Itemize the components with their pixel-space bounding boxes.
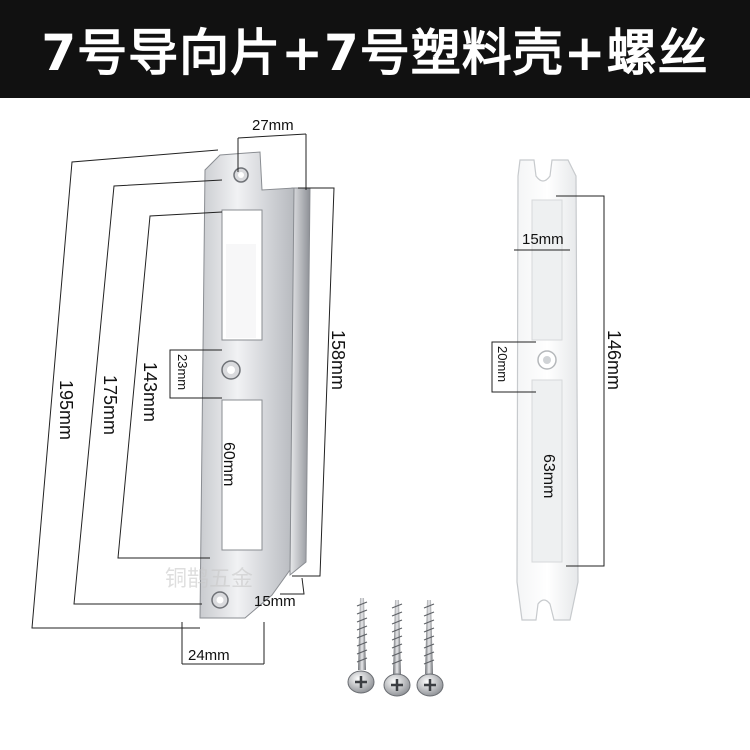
dim-60: 60mm bbox=[220, 442, 237, 486]
watermark: 铜鹊五金 bbox=[165, 567, 253, 592]
shell-dimension-lines bbox=[491, 195, 605, 567]
guide-plate bbox=[199, 151, 311, 619]
dim-27: 27mm bbox=[252, 117, 294, 134]
dim-195: 195mm bbox=[56, 380, 76, 440]
dim-15-plate: 15mm bbox=[254, 593, 296, 610]
dim-20: 20mm bbox=[495, 346, 510, 382]
title-text: 7号导向片+7号塑料壳+螺丝 bbox=[41, 24, 709, 82]
dim-24: 24mm bbox=[188, 647, 230, 664]
dim-146: 146mm bbox=[604, 330, 624, 390]
screw bbox=[383, 600, 411, 697]
screw bbox=[416, 600, 444, 697]
dim-158: 158mm bbox=[328, 330, 348, 390]
screw bbox=[347, 598, 375, 694]
dim-143: 143mm bbox=[140, 362, 160, 422]
dim-63: 63mm bbox=[540, 454, 557, 498]
product-diagram: 27mm 158mm 195mm 175mm 143mm 23mm 60mm 1… bbox=[31, 117, 624, 697]
title-banner: 7号导向片+7号塑料壳+螺丝 bbox=[0, 0, 750, 98]
dimension-lines bbox=[31, 133, 335, 665]
plastic-shell bbox=[516, 159, 579, 621]
dim-15-shell: 15mm bbox=[522, 231, 564, 248]
dim-175: 175mm bbox=[100, 375, 120, 435]
dim-23: 23mm bbox=[175, 354, 190, 390]
